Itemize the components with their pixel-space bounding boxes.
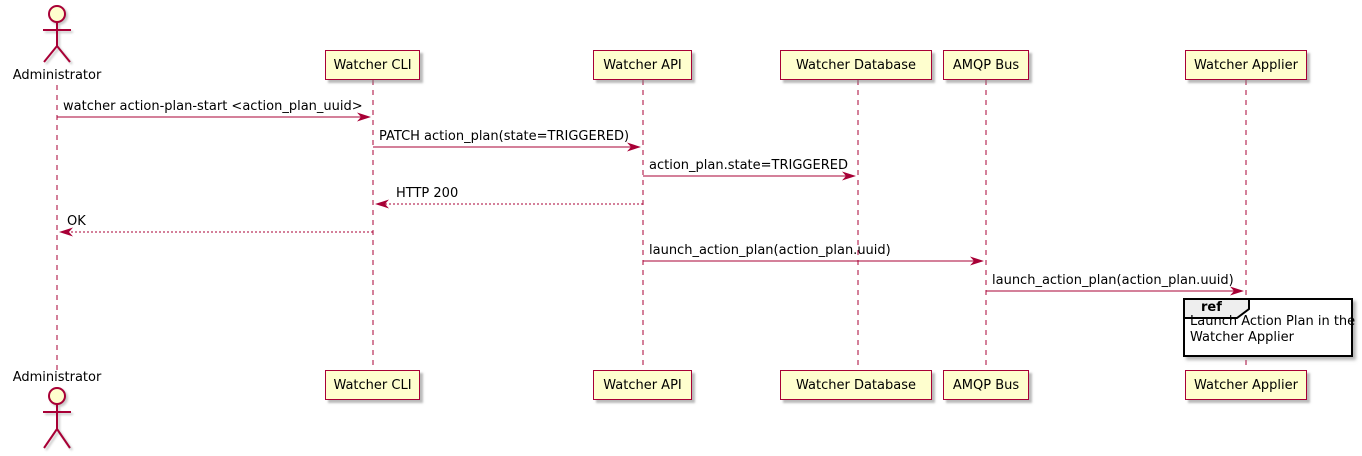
- actor-label-bottom: Administrator: [12, 370, 102, 385]
- participant-box-amqp-bus-bottom: AMQP Bus: [943, 370, 1029, 400]
- message-1-label: watcher action-plan-start <action_plan_u…: [63, 99, 363, 114]
- message-6-arrowhead-icon: [970, 256, 984, 266]
- participant-box-watcher-database-bottom: Watcher Database: [780, 370, 932, 400]
- message-3-label: action_plan.state=TRIGGERED: [649, 158, 848, 173]
- message-3-arrowhead-icon: [842, 171, 856, 181]
- message-4-label: HTTP 200: [396, 186, 459, 201]
- message-5-arrowhead-icon: [59, 227, 73, 237]
- participant-box-watcher-applier-bottom: Watcher Applier: [1185, 370, 1307, 400]
- participant-box-watcher-api-bottom: Watcher API: [593, 370, 692, 400]
- ref-text-line-1: Launch Action Plan in the: [1190, 314, 1356, 329]
- ref-keyword: ref: [1201, 300, 1222, 315]
- ref-text-line-2: Watcher Applier: [1190, 330, 1294, 345]
- message-2-label: PATCH action_plan(state=TRIGGERED): [379, 129, 630, 144]
- message-1-arrowhead-icon: [357, 112, 371, 122]
- participant-box-watcher-applier-top: Watcher Applier: [1185, 50, 1307, 80]
- participant-box-watcher-cli-top: Watcher CLI: [325, 50, 420, 80]
- actor-label-top: Administrator: [12, 68, 102, 83]
- message-4-arrowhead-icon: [375, 199, 389, 209]
- participant-box-watcher-database-top: Watcher Database: [780, 50, 932, 80]
- message-5-label: OK: [67, 214, 86, 229]
- message-7-arrowhead-icon: [1230, 286, 1244, 296]
- participant-box-amqp-bus-top: AMQP Bus: [943, 50, 1029, 80]
- ref-tab-icon: [1183, 298, 1250, 319]
- actor-figure-bottom-icon: [43, 387, 71, 449]
- message-6-label: launch_action_plan(action_plan.uuid): [649, 243, 891, 258]
- participant-box-watcher-api-top: Watcher API: [593, 50, 692, 80]
- ref-fragment: ref Launch Action Plan in the Watcher Ap…: [1183, 298, 1356, 357]
- message-7-label: launch_action_plan(action_plan.uuid): [992, 273, 1234, 288]
- actor-figure-top-icon: [43, 5, 71, 63]
- participant-box-watcher-cli-bottom: Watcher CLI: [325, 370, 420, 400]
- message-2-arrowhead-icon: [627, 142, 641, 152]
